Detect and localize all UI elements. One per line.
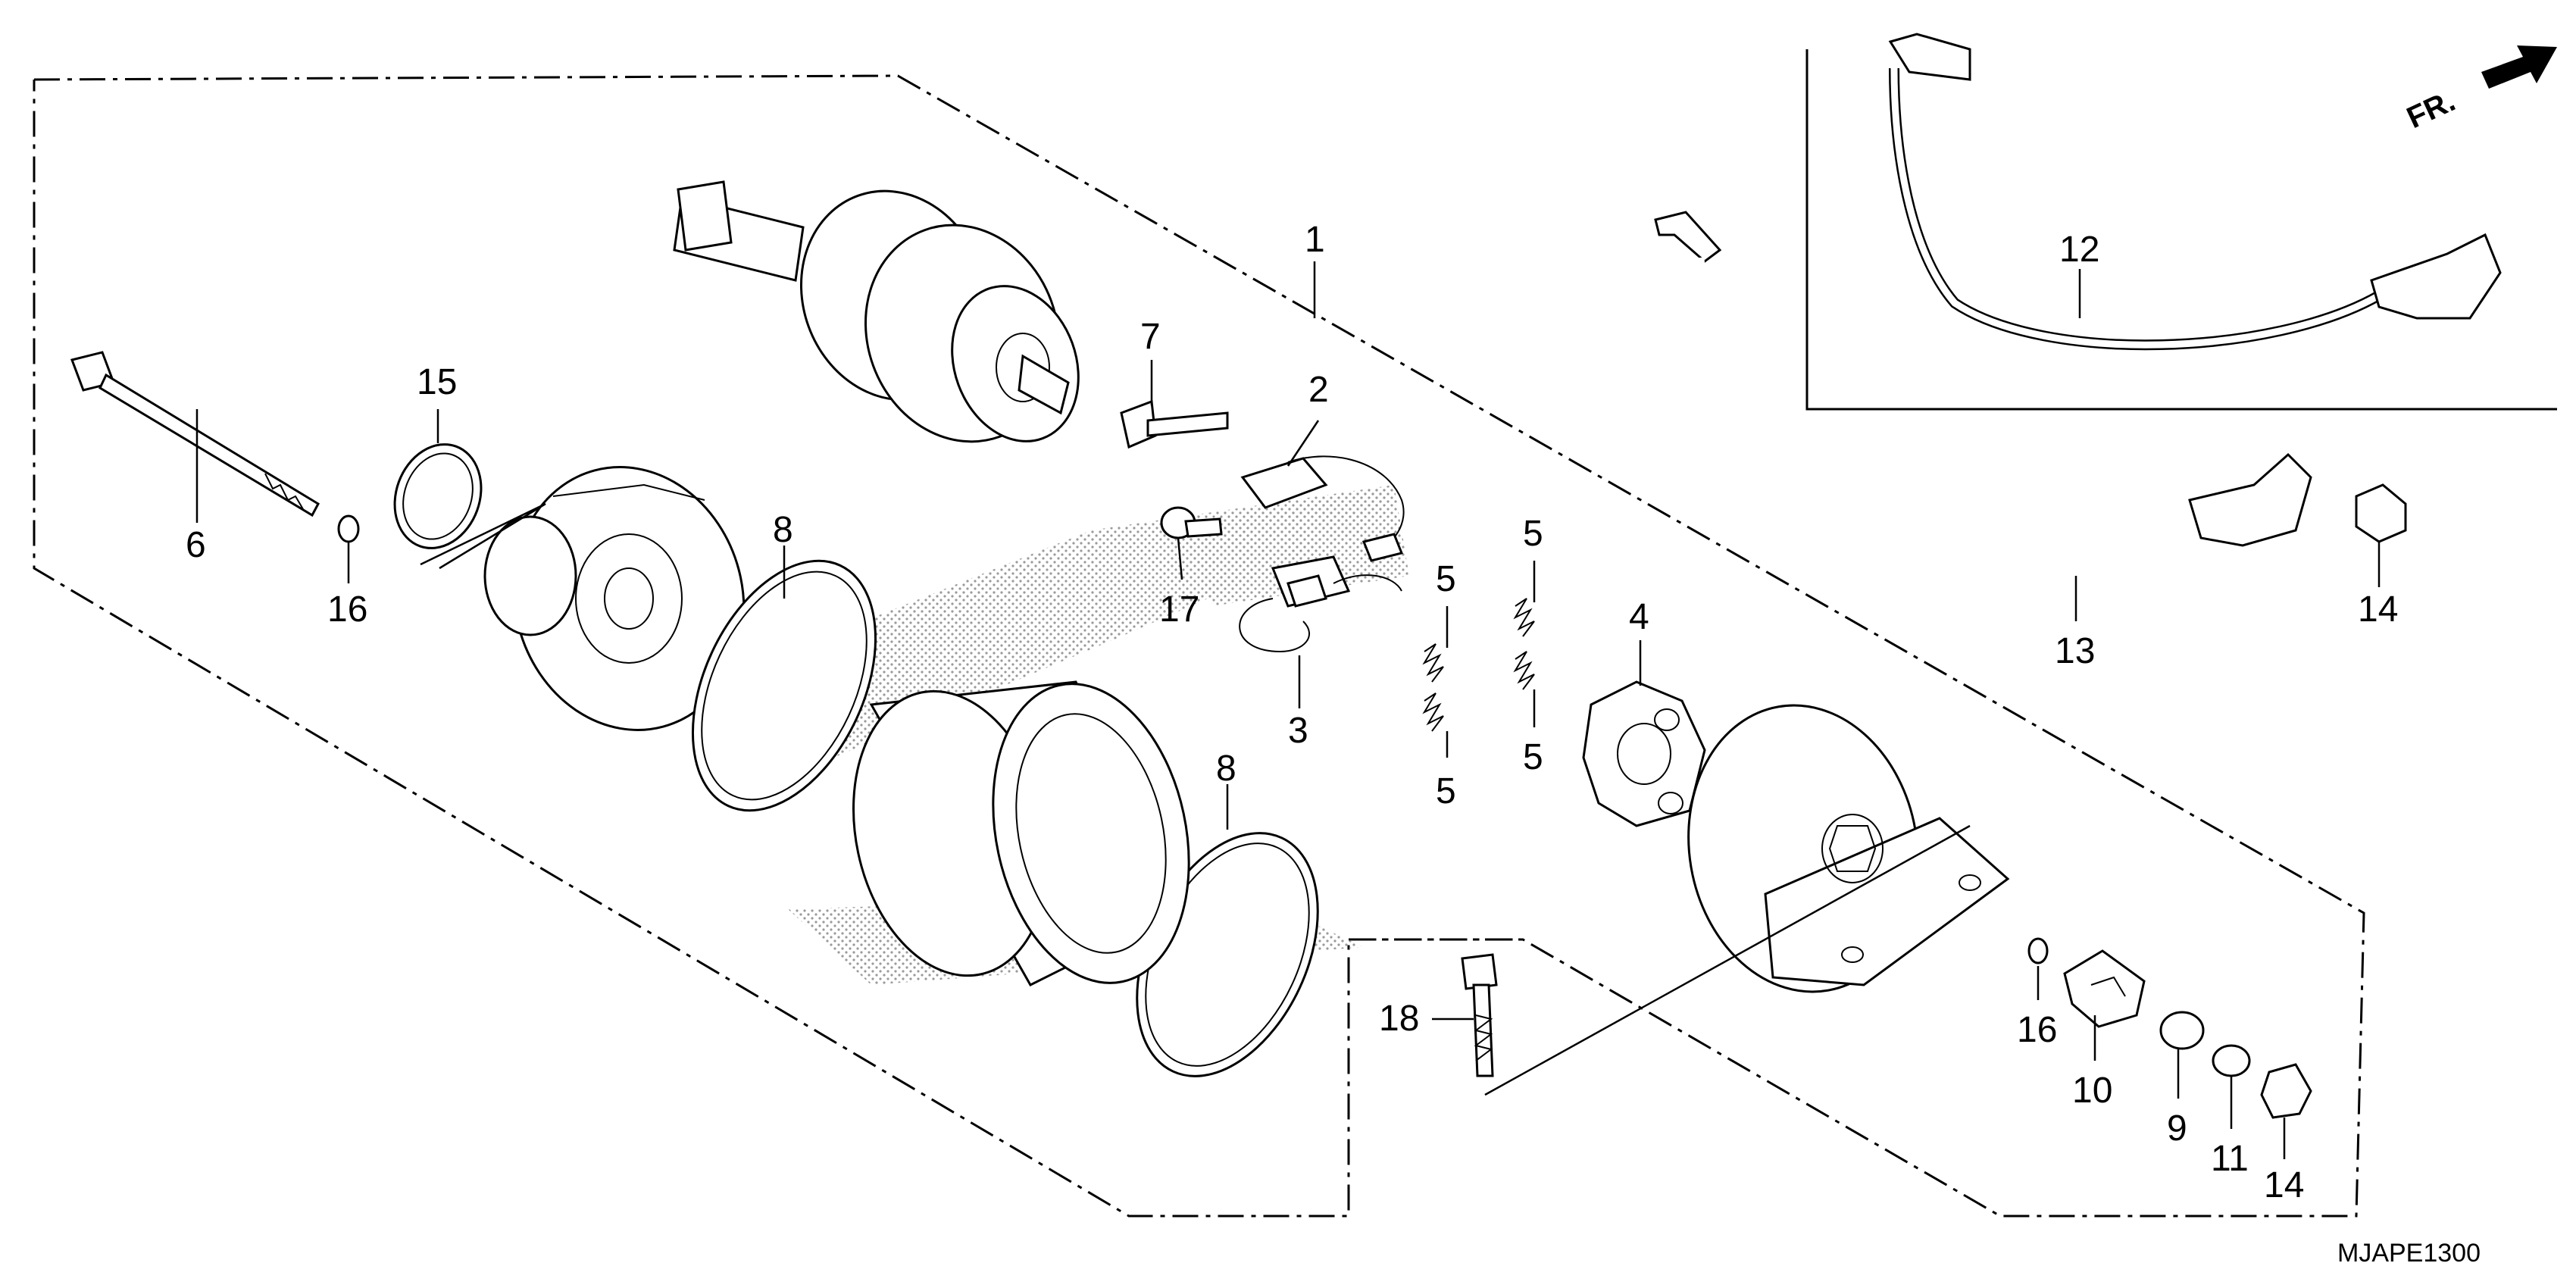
screw-17 — [1160, 506, 1223, 539]
callout-8a: 8 — [773, 510, 793, 550]
callout-13: 13 — [2055, 631, 2095, 671]
callout-2: 2 — [1308, 370, 1329, 410]
yoke — [852, 680, 1190, 986]
callout-5c: 5 — [1523, 514, 1543, 554]
rear-cover — [1687, 704, 2010, 993]
callout-5d: 5 — [1523, 737, 1543, 777]
cable-nut — [2355, 483, 2407, 543]
starter-cable-alternate — [1888, 33, 2502, 351]
armature — [673, 180, 1080, 443]
callout-17: 17 — [1159, 589, 1199, 630]
callout-18: 18 — [1379, 999, 1419, 1039]
callout-12: 12 — [2059, 230, 2099, 270]
callout-7: 7 — [1140, 317, 1161, 357]
leader-lines — [195, 261, 2381, 1159]
brush-holder-plate — [1582, 680, 1706, 827]
spring-washer — [2212, 1044, 2251, 1077]
callout-14b: 14 — [2264, 1165, 2304, 1205]
callout-3: 3 — [1288, 711, 1308, 751]
callout-1: 1 — [1305, 220, 1325, 260]
through-bolt — [70, 351, 320, 517]
front-cover — [483, 466, 746, 731]
terminal-nut — [2260, 1063, 2312, 1119]
starter-cable — [1654, 211, 2312, 566]
terminal-insulator — [2063, 949, 2146, 1028]
alternate-cable-inset-frame — [1805, 49, 2557, 411]
callout-14a: 14 — [2358, 589, 2398, 630]
washer-left — [337, 514, 360, 543]
o-ring-small — [393, 443, 483, 549]
callout-5a: 5 — [1436, 559, 1456, 599]
callout-8b: 8 — [1216, 749, 1236, 789]
springs — [1422, 598, 1535, 732]
callout-16b: 16 — [2017, 1010, 2057, 1050]
assembly-boundary — [33, 74, 2365, 1218]
diagram-code: MJAPE1300 — [2337, 1239, 2481, 1268]
callout-11: 11 — [2211, 1139, 2249, 1179]
callout-10: 10 — [2072, 1071, 2112, 1111]
callout-labels: 1 2 3 4 5 5 5 5 6 7 8 8 9 10 11 12 13 14… — [186, 220, 2398, 1205]
callout-16a: 16 — [327, 589, 367, 630]
callout-15: 15 — [417, 362, 457, 402]
insulator-washer — [2159, 1011, 2205, 1050]
front-marker-label: FR. — [2402, 84, 2460, 135]
callout-4: 4 — [1629, 597, 1649, 637]
washer-right — [2027, 937, 2049, 964]
callout-9: 9 — [2167, 1108, 2187, 1149]
callout-6: 6 — [186, 525, 206, 565]
callout-5b: 5 — [1436, 771, 1456, 811]
mounting-bolt — [1461, 953, 1498, 1077]
front-direction-arrow-icon: FR. — [2402, 45, 2557, 135]
brush-holder — [1240, 455, 1405, 562]
screw-7 — [1120, 399, 1229, 449]
brush-set — [1239, 555, 1402, 653]
